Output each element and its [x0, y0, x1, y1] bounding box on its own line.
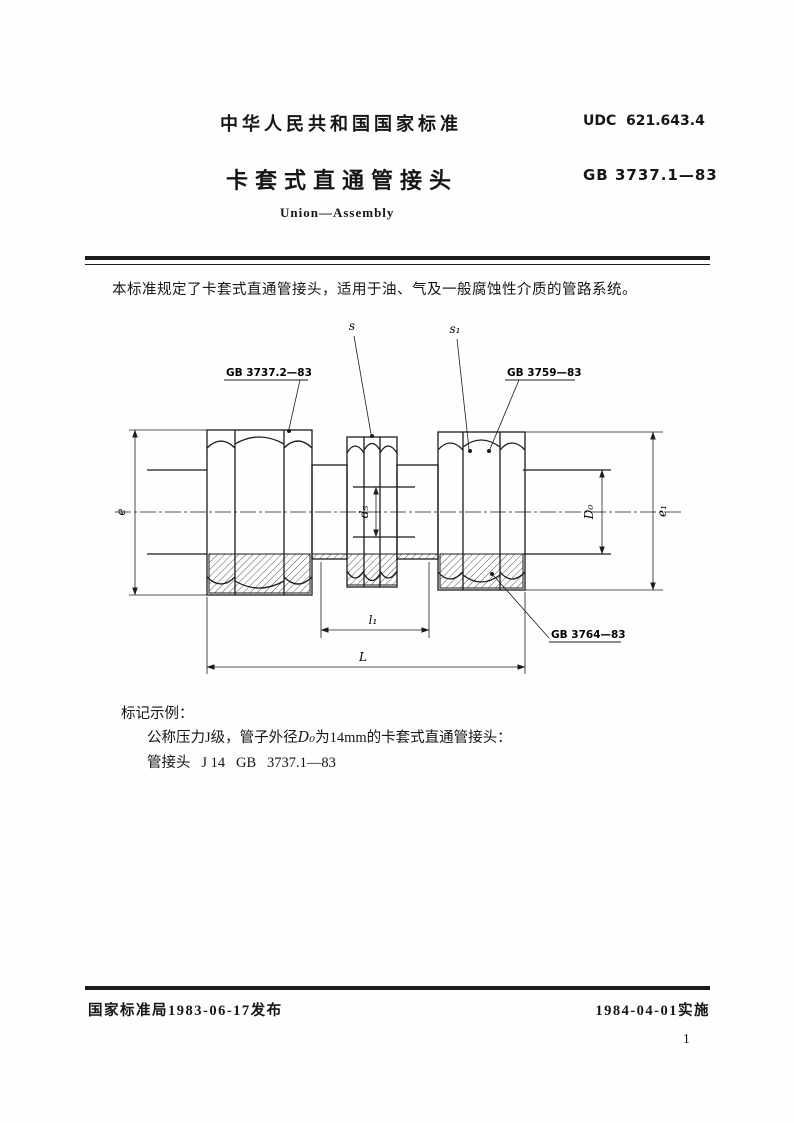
marking-example-description-pre: 公称压力J级，管子外径 — [147, 730, 298, 746]
marking-example-d0-symbol: D₀ — [297, 730, 316, 746]
marking-example-description: 公称压力J级，管子外径D₀为14mm的卡套式直通管接头： — [147, 726, 512, 747]
udc-code: UDC 621.643.4 — [583, 113, 705, 129]
dimension-label-D0: D₀ — [582, 505, 596, 521]
callout-gb-3737-2 — [224, 379, 308, 433]
document-title: 卡套式直通管接头 — [226, 168, 459, 193]
dimension-label-e: e — [114, 508, 128, 515]
callout-label-gb-3737-2: GB 3737.2—83 — [226, 367, 312, 379]
dimension-label-d5: d₅ — [357, 506, 371, 519]
callout-label-gb-3759: GB 3759—83 — [507, 367, 582, 379]
header-divider-rule — [85, 256, 710, 265]
dimension-e — [129, 429, 207, 596]
figure-container: e e₁ D₀ d₅ l₁ — [85, 312, 710, 697]
fitting-outline — [147, 429, 611, 596]
marking-example-heading: 标记示例： — [121, 706, 194, 722]
callout-label-s1: s₁ — [450, 322, 461, 336]
page-number: 1 — [683, 1031, 690, 1046]
marking-example-description-post: 为14mm的卡套式直通管接头： — [315, 730, 512, 746]
technical-drawing: e e₁ D₀ d₅ l₁ — [114, 319, 683, 674]
national-standard-heading: 中华人民共和国国家标准 — [220, 114, 462, 134]
dimension-e1 — [525, 431, 663, 591]
standard-number: GB 3737.1—83 — [583, 166, 718, 184]
callout-gb-3764 — [490, 572, 621, 643]
dimension-label-L: L — [358, 650, 367, 664]
dimension-label-e1: e₁ — [655, 505, 669, 517]
footer-issued-date: 国家标准局1983-06-17发布 — [88, 1003, 283, 1019]
dimension-l1 — [320, 562, 430, 638]
footer-implemented-date: 1984-04-01实施 — [595, 1003, 710, 1019]
dimension-L — [206, 592, 526, 674]
callout-s — [353, 335, 374, 438]
dimension-label-l1: l₁ — [369, 613, 378, 627]
callout-label-s: s — [349, 319, 355, 333]
footer-divider-rule — [85, 986, 710, 990]
marking-example-designation: 管接头 J 14 GB 3737.1—83 — [147, 755, 336, 771]
callout-label-gb-3764: GB 3764—83 — [551, 629, 626, 641]
scope-paragraph: 本标准规定了卡套式直通管接头，适用于油、气及一般腐蚀性介质的管路系统。 — [112, 282, 637, 298]
document-title-english: Union—Assembly — [280, 205, 395, 220]
callout-gb-3759 — [487, 379, 575, 453]
callout-s1 — [456, 338, 472, 453]
